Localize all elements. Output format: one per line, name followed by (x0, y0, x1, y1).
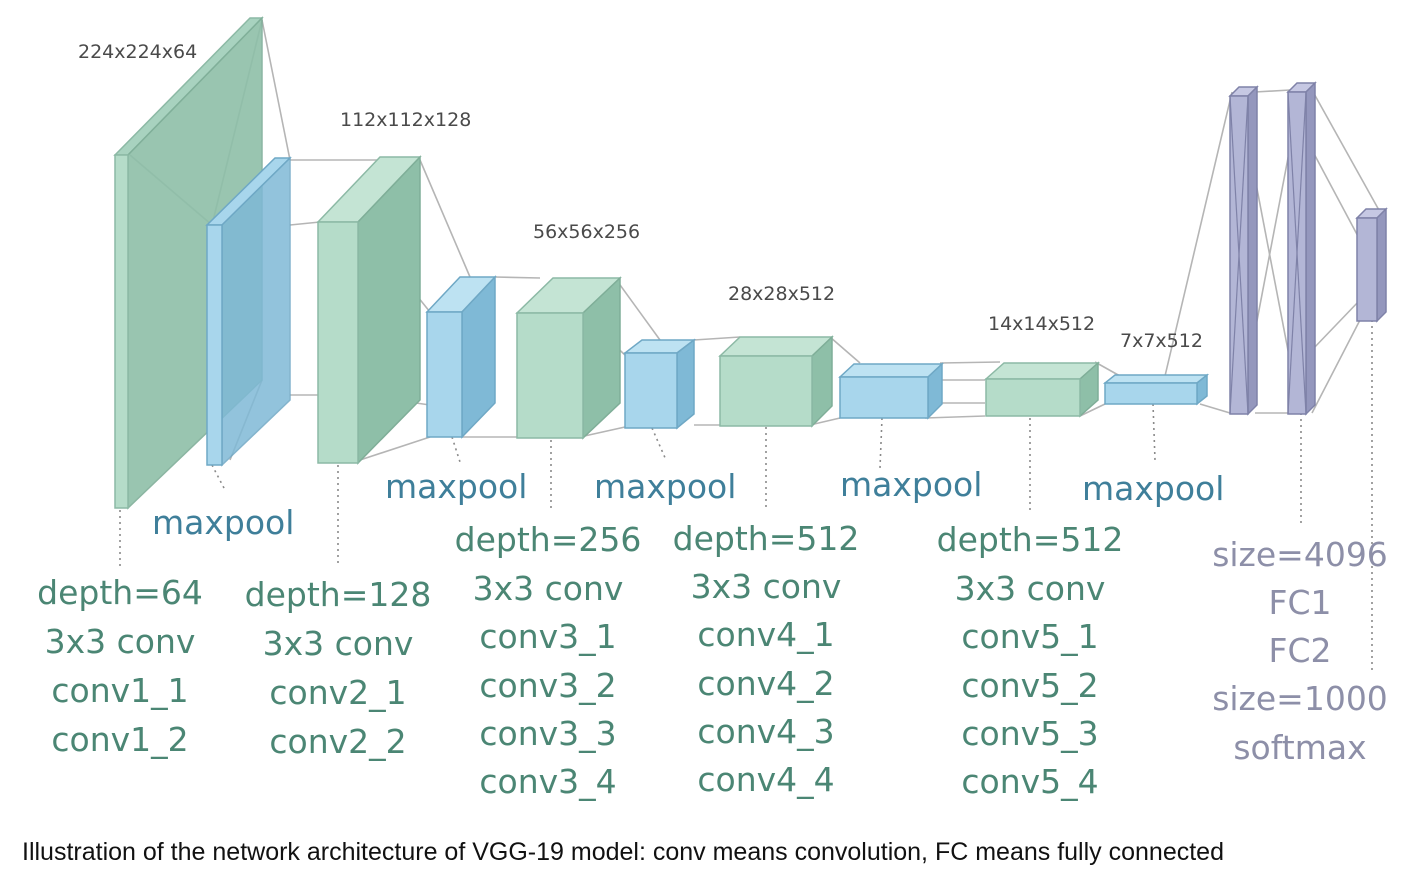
conv4-layer-4: conv4_4 (697, 760, 834, 799)
softmax-label: softmax (1233, 728, 1366, 767)
conv1-depth: depth=64 (37, 573, 203, 612)
fc1-block (1228, 85, 1259, 416)
dim-label-b1: 224x224x64 (78, 41, 197, 63)
pool5-block (1102, 373, 1210, 406)
conv4-kernel: 3x3 conv (691, 567, 842, 606)
dim-label-b4: 28x28x512 (728, 283, 835, 305)
conv1-kernel: 3x3 conv (45, 622, 196, 661)
fc1-label: FC1 (1268, 583, 1331, 622)
dim-label-b2: 112x112x128 (340, 109, 471, 131)
conv5-layer-3: conv5_3 (961, 714, 1098, 753)
conv1-labels: depth=64 3x3 conv conv1_1 conv1_2 (37, 573, 203, 759)
conv1-layer-2: conv1_2 (51, 720, 188, 759)
pool3-block (622, 338, 697, 430)
conv2-kernel: 3x3 conv (263, 624, 414, 663)
vgg19-diagram: 224x224x64 112x112x128 56x56x256 28x28x5… (37, 16, 1388, 801)
conv1-slab-front (114, 154, 129, 509)
dim-label-b6: 7x7x512 (1120, 330, 1203, 352)
fc-labels: size=4096 FC1 FC2 size=1000 softmax (1212, 535, 1388, 767)
conv4-depth: depth=512 (673, 519, 860, 558)
conv2-layer-1: conv2_1 (269, 673, 406, 712)
conv2-labels: depth=128 3x3 conv conv2_1 conv2_2 (245, 575, 432, 761)
conv4-block (718, 335, 834, 428)
dim-label-b3: 56x56x256 (533, 221, 640, 243)
conv3-block (515, 276, 622, 440)
conv5-layer-4: conv5_4 (961, 762, 1098, 801)
conv4-layer-1: conv4_1 (697, 615, 834, 654)
maxpool-label-5: maxpool (1082, 469, 1224, 508)
maxpool-label-4: maxpool (840, 465, 982, 504)
conv5-block (984, 361, 1100, 418)
conv5-layer-1: conv5_1 (961, 617, 1098, 656)
conv2-depth: depth=128 (245, 575, 432, 614)
softmax-block (1355, 207, 1388, 323)
conv3-kernel: 3x3 conv (473, 569, 624, 608)
maxpool-label-2: maxpool (385, 467, 527, 506)
maxpool-label-3: maxpool (594, 467, 736, 506)
conv3-layer-2: conv3_2 (479, 666, 616, 705)
conv2-block (316, 155, 422, 465)
dim-label-b5: 14x14x512 (988, 313, 1095, 335)
conv5-layer-2: conv5_2 (961, 666, 1098, 705)
fc-size-4096: size=4096 (1212, 535, 1388, 574)
fc2-block (1286, 81, 1317, 416)
conv1-layer-1: conv1_1 (51, 671, 188, 710)
conv3-depth: depth=256 (455, 520, 642, 559)
conv5-depth: depth=512 (937, 520, 1124, 559)
pool2-block (425, 275, 497, 439)
figure-caption: Illustration of the network architecture… (22, 838, 1224, 866)
fc-size-1000: size=1000 (1212, 679, 1388, 718)
conv3-layer-1: conv3_1 (479, 617, 616, 656)
leader-lines (119, 320, 1373, 670)
conv3-layer-3: conv3_3 (479, 714, 616, 753)
pool1-block (205, 156, 292, 467)
conv5-labels: depth=512 3x3 conv conv5_1 conv5_2 conv5… (937, 520, 1124, 801)
conv4-labels: depth=512 3x3 conv conv4_1 conv4_2 conv4… (673, 519, 860, 799)
conv3-labels: depth=256 3x3 conv conv3_1 conv3_2 conv3… (455, 520, 642, 801)
conv5-kernel: 3x3 conv (955, 569, 1106, 608)
conv2-layer-2: conv2_2 (269, 722, 406, 761)
conv3-layer-4: conv3_4 (479, 762, 616, 801)
maxpool-label-1: maxpool (152, 503, 294, 542)
pool4-block (838, 362, 944, 420)
conv4-layer-2: conv4_2 (697, 664, 834, 703)
conv4-layer-3: conv4_3 (697, 712, 834, 751)
fc2-label: FC2 (1268, 631, 1331, 670)
